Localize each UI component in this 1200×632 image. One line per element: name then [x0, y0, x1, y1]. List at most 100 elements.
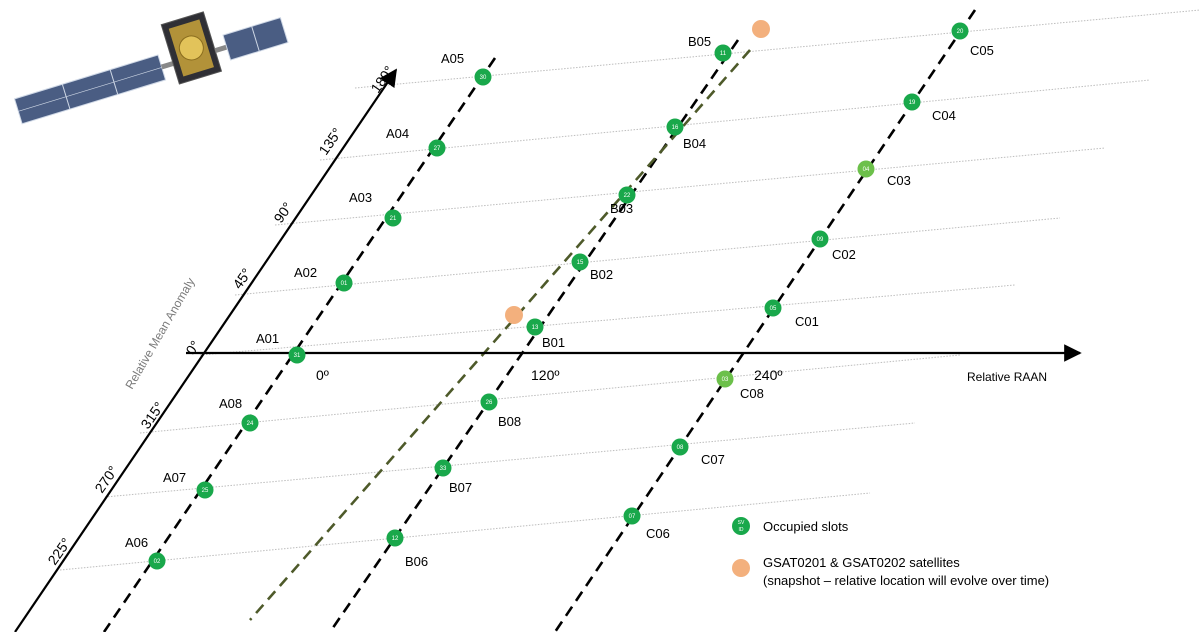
legend-slot-marker [732, 517, 750, 535]
slot-marker [571, 253, 589, 271]
gsat-satellite-upper [752, 20, 770, 38]
slot-label: A03 [349, 190, 372, 205]
slot-marker [716, 370, 734, 388]
slot-label: C01 [795, 314, 819, 329]
slot-marker [434, 459, 452, 477]
slot-label: C06 [646, 526, 670, 541]
slot-sv-id: 13 [532, 325, 539, 331]
slot-marker [618, 186, 636, 204]
legend-gsat-line1: GSAT0201 & GSAT0202 satellites [763, 555, 960, 570]
slot-label: B03 [610, 201, 633, 216]
slot-b05: 11 B05 [688, 34, 732, 62]
slot-label: A02 [294, 265, 317, 280]
slot-marker [474, 68, 492, 86]
svg-text:ID: ID [739, 527, 744, 533]
slot-sv-id: 21 [390, 216, 397, 222]
slot-marker [666, 118, 684, 136]
anomaly-ticks: 180° 135° 90° 45° 0° 315° 270° 225° [44, 63, 397, 568]
raan-tick-0: 0º [316, 367, 329, 383]
anomaly-axis [14, 68, 397, 632]
slot-marker [288, 346, 306, 364]
slot-label: C02 [832, 247, 856, 262]
slot-label: A04 [386, 126, 409, 141]
slot-label: A06 [125, 535, 148, 550]
slot-sv-id: 19 [909, 100, 916, 106]
gsat-satellite-lower [505, 306, 523, 324]
slot-a05: 30 A05 [441, 51, 492, 86]
slot-sv-id: 05 [770, 306, 777, 312]
slot-sv-id: 04 [863, 167, 870, 173]
galileo-satellite-icon [13, 11, 289, 125]
raan-tick-120: 120º [531, 367, 559, 383]
legend-slot-label: Occupied slots [763, 519, 849, 534]
slot-marker [526, 318, 544, 336]
slot-marker [951, 22, 969, 40]
slot-marker [671, 438, 689, 456]
slot-label: B01 [542, 335, 565, 350]
slot-label: A08 [219, 396, 242, 411]
slot-a08: 24 A08 [219, 396, 259, 432]
legend-slot-icon-text: SV [738, 520, 745, 526]
slot-marker [811, 230, 829, 248]
slot-sv-id: 02 [154, 559, 161, 565]
slot-label: C08 [740, 386, 764, 401]
slot-marker [384, 209, 402, 227]
slot-label: C05 [970, 43, 994, 58]
slot-marker [903, 93, 921, 111]
legend-gsat-marker [732, 559, 750, 577]
slot-marker [428, 139, 446, 157]
anomaly-tick-270: 270° [91, 463, 121, 496]
raan-tick-240: 240º [754, 367, 782, 383]
slot-a06: 02 A06 [125, 535, 166, 570]
gsat-track-line [249, 49, 751, 621]
slot-sv-id: 26 [486, 400, 493, 406]
slot-sv-id: 11 [720, 51, 727, 57]
slot-sv-id: 25 [202, 488, 209, 494]
slot-marker [196, 481, 214, 499]
slot-marker [857, 160, 875, 178]
slot-sv-id: 12 [392, 536, 399, 542]
slot-sv-id: 33 [440, 466, 447, 472]
slot-marker [714, 44, 732, 62]
slot-a04: 27 A04 [386, 126, 446, 157]
slot-sv-id: 20 [957, 29, 964, 35]
orbit-rows [59, 9, 1200, 571]
slot-label: B04 [683, 136, 706, 151]
slot-sv-id: 03 [722, 377, 729, 383]
slot-sv-id: 30 [480, 75, 487, 81]
slot-label: C07 [701, 452, 725, 467]
slot-label: A05 [441, 51, 464, 66]
raan-ticks: 0º 120º 240º [316, 367, 782, 383]
slot-sv-id: 01 [341, 281, 348, 287]
slot-label: C03 [887, 173, 911, 188]
slot-sv-id: 08 [677, 445, 684, 451]
slot-marker [335, 274, 353, 292]
slot-label: B07 [449, 480, 472, 495]
slot-a03: 21 A03 [349, 190, 402, 227]
slot-a07: 25 A07 [163, 470, 214, 499]
slot-label: B02 [590, 267, 613, 282]
legend-gsat-line2: (snapshot – relative location will evolv… [763, 573, 1049, 588]
slot-label: B05 [688, 34, 711, 49]
slot-sv-id: 24 [247, 421, 254, 427]
slot-sv-id: 27 [434, 146, 441, 152]
slot-sv-id: 22 [624, 193, 631, 199]
raan-axis-label: Relative RAAN [967, 370, 1047, 384]
slot-label: A07 [163, 470, 186, 485]
